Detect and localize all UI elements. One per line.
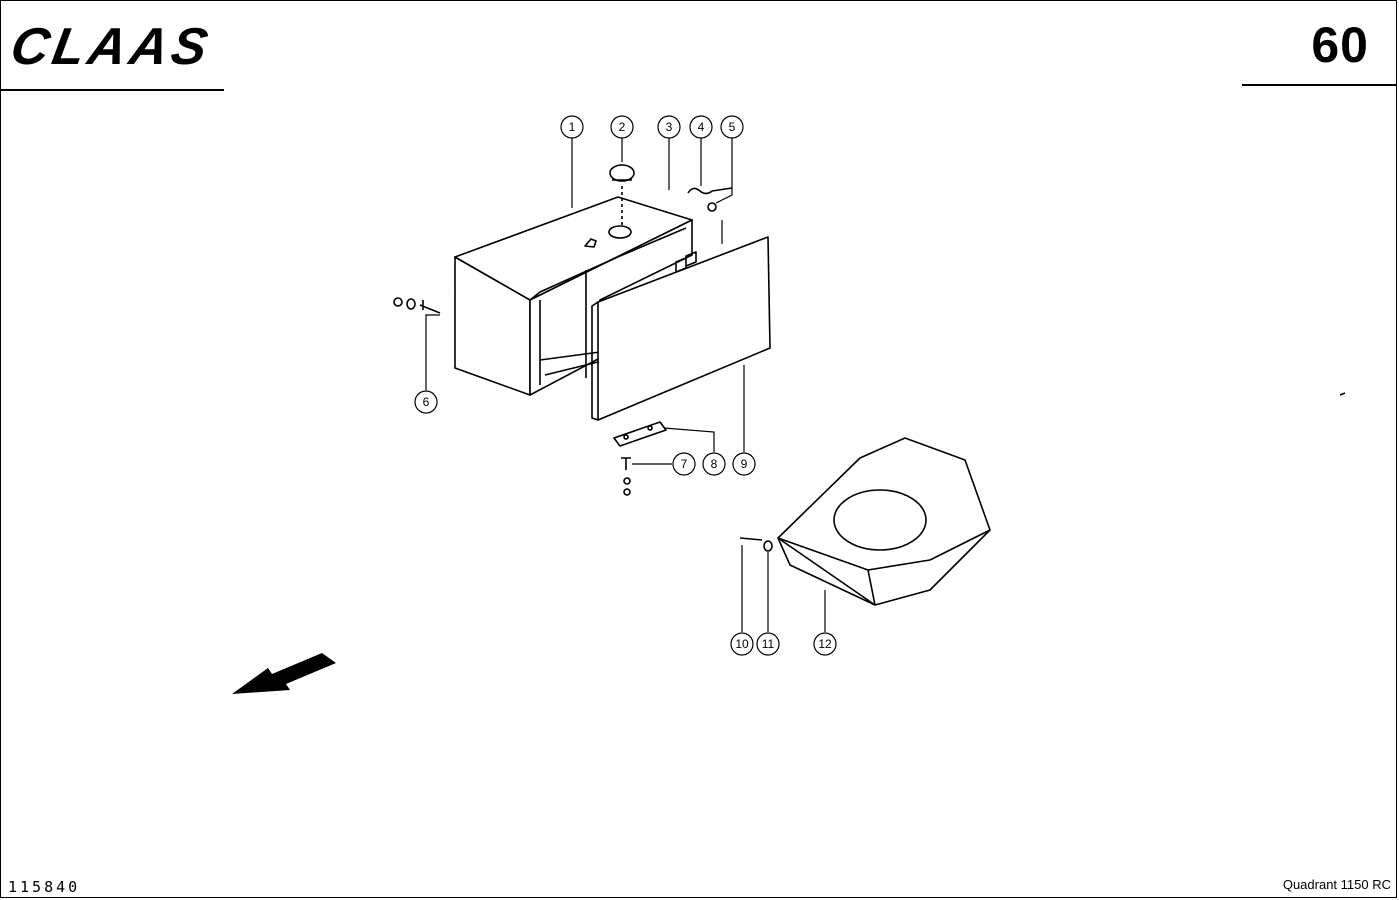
rivet-5 (707, 202, 717, 212)
svg-text:9: 9 (741, 457, 748, 471)
callout-2: 2 (610, 115, 634, 139)
svg-text:10: 10 (735, 637, 749, 651)
hinge-8 (613, 421, 667, 447)
screw-10 (739, 537, 763, 541)
svg-text:5: 5 (729, 120, 736, 134)
svg-text:4: 4 (698, 120, 705, 134)
svg-text:3: 3 (666, 120, 673, 134)
document-number: 115840 (8, 878, 81, 896)
screw-7 (621, 457, 631, 470)
callout-7: 7 (672, 452, 696, 476)
header-rule-left (0, 89, 224, 91)
callout-8: 8 (702, 452, 726, 476)
bolt-set-6 (393, 297, 441, 314)
claas-logo: CLAAS (8, 22, 216, 70)
leader-lines (425, 138, 826, 632)
svg-text:1: 1 (569, 120, 576, 134)
callout-3: 3 (657, 115, 681, 139)
svg-text:11: 11 (762, 637, 775, 651)
svg-text:12: 12 (818, 637, 832, 651)
svg-text:6: 6 (423, 395, 430, 409)
callout-12: 12 (813, 632, 837, 656)
washer-11 (763, 540, 773, 552)
page-number: 60 (1311, 17, 1369, 73)
model-name: Quadrant 1150 RC (1282, 877, 1391, 892)
clip-and-pin (687, 187, 733, 195)
callout-4: 4 (689, 115, 713, 139)
toolbox-body (454, 196, 693, 396)
holder-plate-12 (777, 437, 991, 606)
filler-cap (609, 164, 635, 226)
callout-10: 10 (730, 632, 754, 656)
svg-text:CLAAS: CLAAS (8, 22, 216, 70)
callout-6: 6 (414, 390, 438, 414)
svg-text:7: 7 (681, 457, 688, 471)
callout-1: 1 (560, 115, 584, 139)
callout-9: 9 (732, 452, 756, 476)
callout-11: 11 (756, 632, 780, 656)
callout-5: 5 (720, 115, 744, 139)
direction-arrow-icon (232, 653, 336, 694)
header-rule-right (1242, 84, 1397, 86)
svg-text:8: 8 (711, 457, 718, 471)
toolbox-lid (591, 236, 771, 421)
callout-group: 1 2 3 4 5 6 7 8 9 10 11 12 (414, 115, 837, 656)
svg-text:2: 2 (619, 120, 626, 134)
